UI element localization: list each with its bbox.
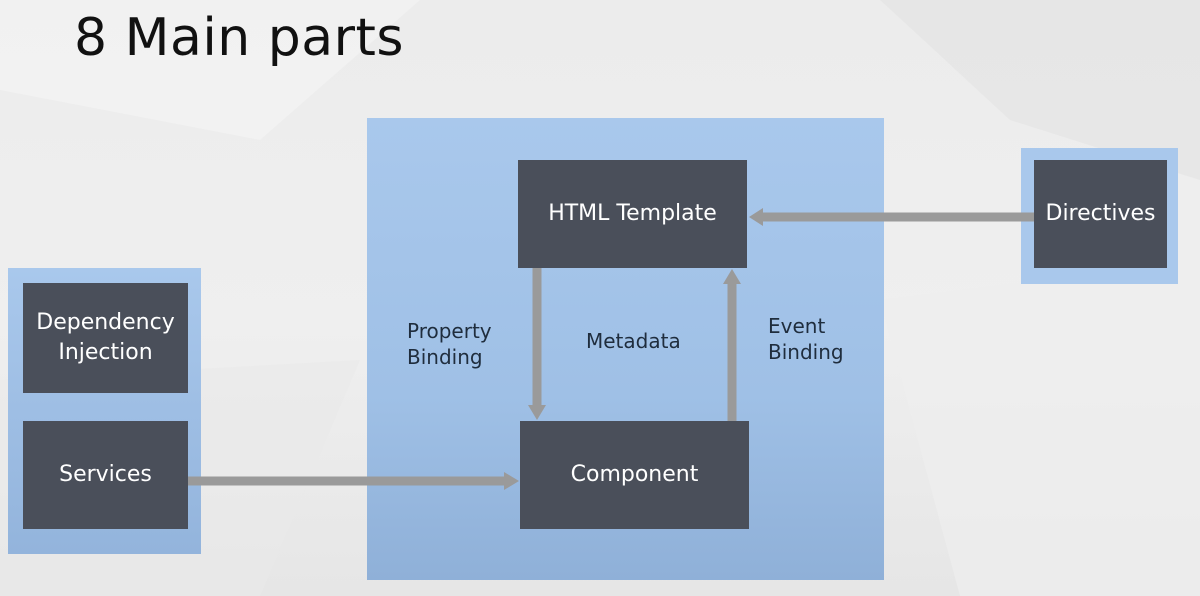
property-binding-line1: Property: [407, 319, 492, 343]
directives-box: Directives: [1034, 160, 1167, 268]
metadata-label: Metadata: [586, 329, 681, 353]
event-binding-line2: Binding: [768, 340, 844, 364]
property-binding-line2: Binding: [407, 345, 483, 369]
event-binding-line1: Event: [768, 314, 826, 338]
services-label: Services: [59, 462, 152, 487]
html-template-box: HTML Template: [518, 160, 747, 268]
directives-label: Directives: [1045, 201, 1156, 226]
html-template-label: HTML Template: [548, 201, 717, 226]
property-binding-label: Property Binding: [407, 318, 492, 370]
dependency-injection-line2: Injection: [58, 340, 153, 365]
component-label: Component: [570, 462, 699, 487]
page-title: 8 Main parts: [74, 8, 405, 68]
component-box: Component: [520, 421, 749, 529]
dependency-injection-box: Dependency Injection: [23, 283, 188, 393]
dependency-injection-label: Dependency Injection: [36, 308, 174, 368]
event-binding-label: Event Binding: [768, 313, 844, 365]
dependency-injection-line1: Dependency: [36, 310, 175, 335]
services-box: Services: [23, 421, 188, 529]
